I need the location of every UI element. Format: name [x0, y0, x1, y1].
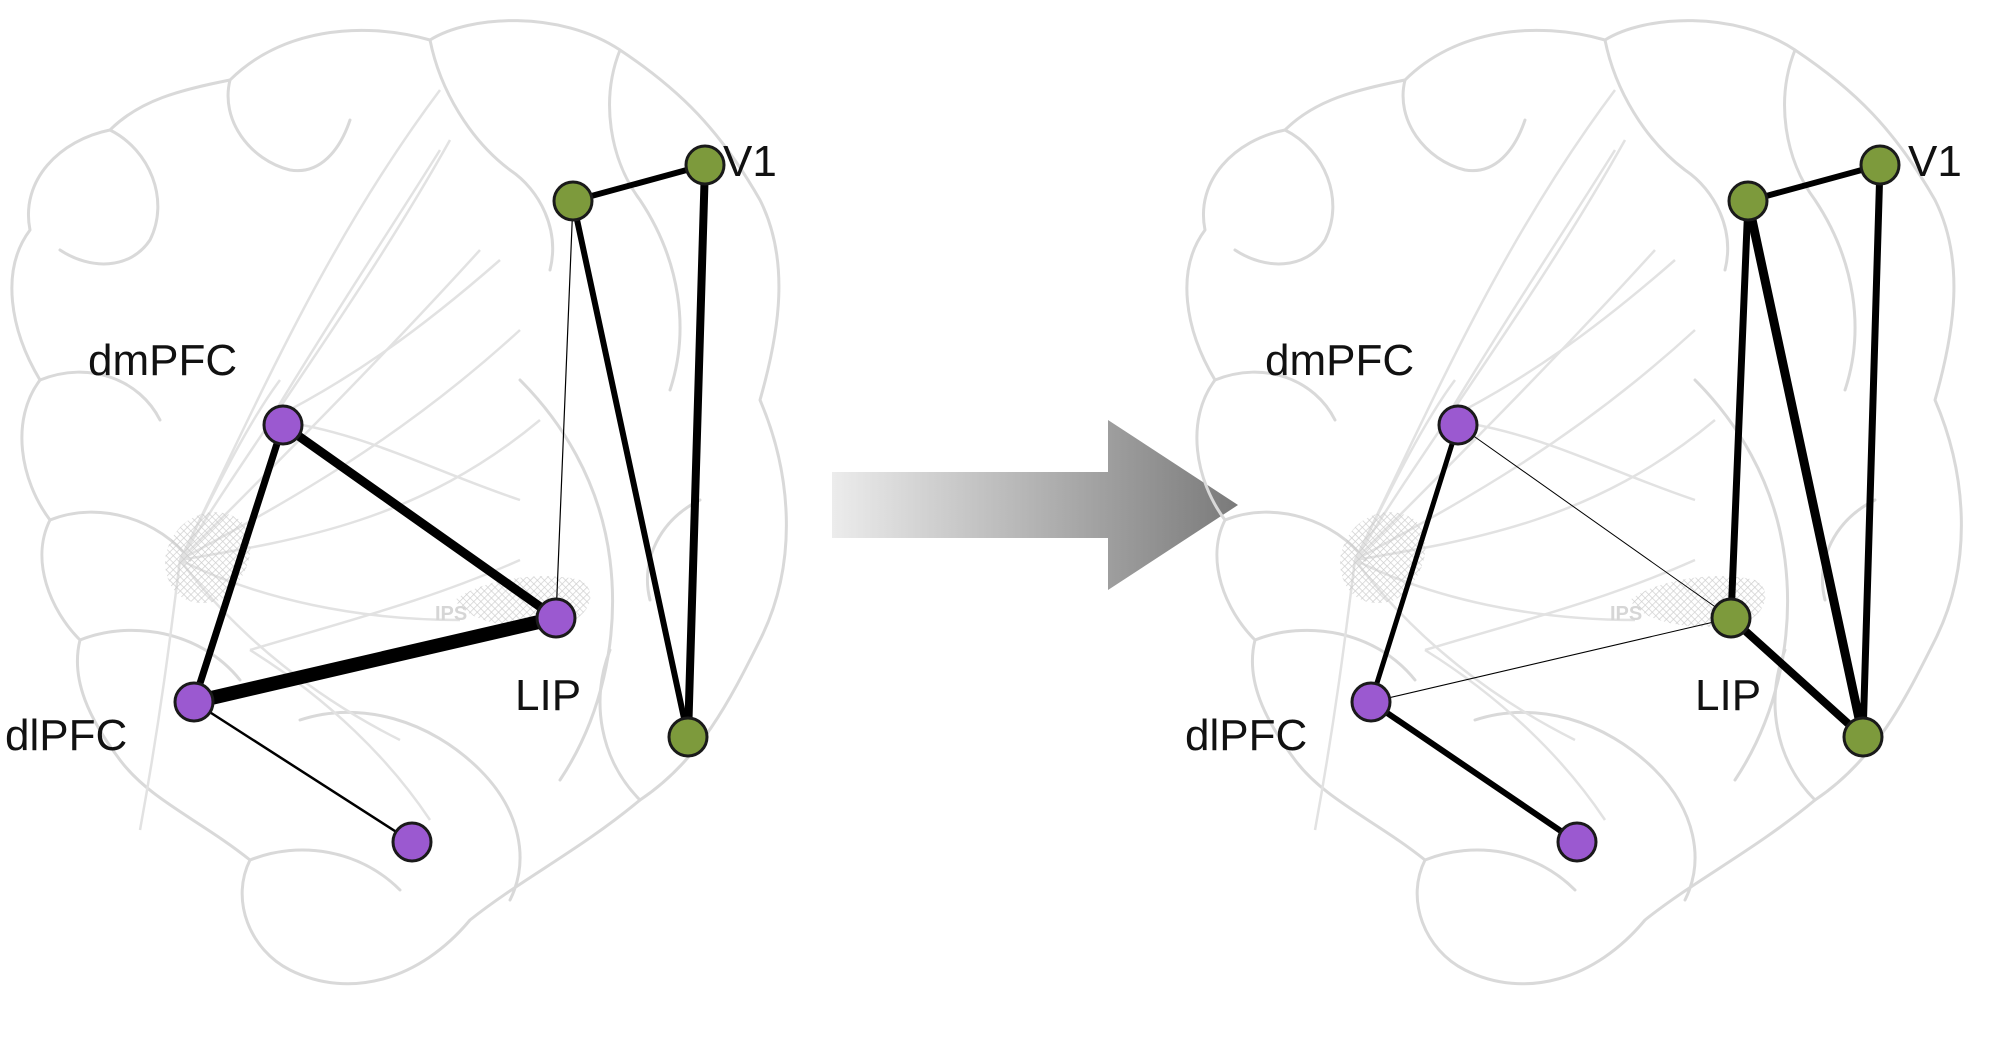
- edge-dmpfc-dlpfc: [190, 421, 287, 706]
- node-v_lower: [667, 716, 709, 758]
- node-dmpfc: [262, 404, 304, 446]
- edge-v1-v_lower: [684, 161, 709, 741]
- panel-after: V1 dmPFC LIP dlPFC: [1185, 19, 1963, 986]
- edge-dlpfc-lip: [187, 611, 563, 709]
- label-dmpfc-left: dmPFC: [88, 336, 237, 385]
- label-lip-right: LIP: [1695, 671, 1761, 720]
- edge-v_upper-v1: [1745, 162, 1883, 204]
- edge-v_upper-v1: [570, 162, 708, 204]
- node-v_upper: [1727, 180, 1769, 222]
- node-ventral: [391, 821, 433, 863]
- label-v1-right: V1: [1908, 137, 1962, 186]
- node-v_lower: [1842, 716, 1884, 758]
- edge-dlpfc-ventral: [192, 700, 414, 844]
- panel-before: V1 dmPFC LIP dlPFC: [5, 19, 788, 986]
- node-lip: [1710, 597, 1752, 639]
- edge-v_upper-v_lower: [1743, 196, 1868, 742]
- edge-dlpfc-lip: [1370, 617, 1732, 703]
- label-lip-left: LIP: [515, 671, 581, 720]
- edges-right: [1368, 161, 1884, 845]
- label-dlpfc-left: dlPFC: [5, 711, 127, 760]
- node-v1: [684, 144, 726, 186]
- node-dlpfc: [1350, 681, 1392, 723]
- node-v_upper: [552, 180, 594, 222]
- label-dlpfc-right: dlPFC: [1185, 711, 1307, 760]
- nodes-left: [173, 144, 726, 863]
- label-dmpfc-right: dmPFC: [1265, 336, 1414, 385]
- node-dmpfc: [1437, 404, 1479, 446]
- nodes-right: [1350, 144, 1901, 863]
- edge-dlpfc-ventral: [1368, 699, 1580, 845]
- node-dlpfc: [173, 681, 215, 723]
- edge-lip-v_upper: [555, 200, 574, 619]
- edge-dmpfc-lip: [278, 420, 561, 623]
- node-v1: [1859, 144, 1901, 186]
- transition-arrow: [832, 420, 1238, 590]
- edge-lip-v_upper: [1727, 197, 1752, 622]
- edge-v_upper-v_lower: [570, 198, 691, 740]
- edge-dmpfc-lip: [1457, 424, 1732, 619]
- label-v1-left: V1: [723, 137, 777, 186]
- edge-v1-v_lower: [1859, 161, 1884, 741]
- edge-lip-v_lower: [1727, 614, 1867, 741]
- node-ventral: [1556, 821, 1598, 863]
- edges-left: [187, 161, 709, 844]
- node-lip: [535, 597, 577, 639]
- edge-dmpfc-dlpfc: [1368, 422, 1461, 705]
